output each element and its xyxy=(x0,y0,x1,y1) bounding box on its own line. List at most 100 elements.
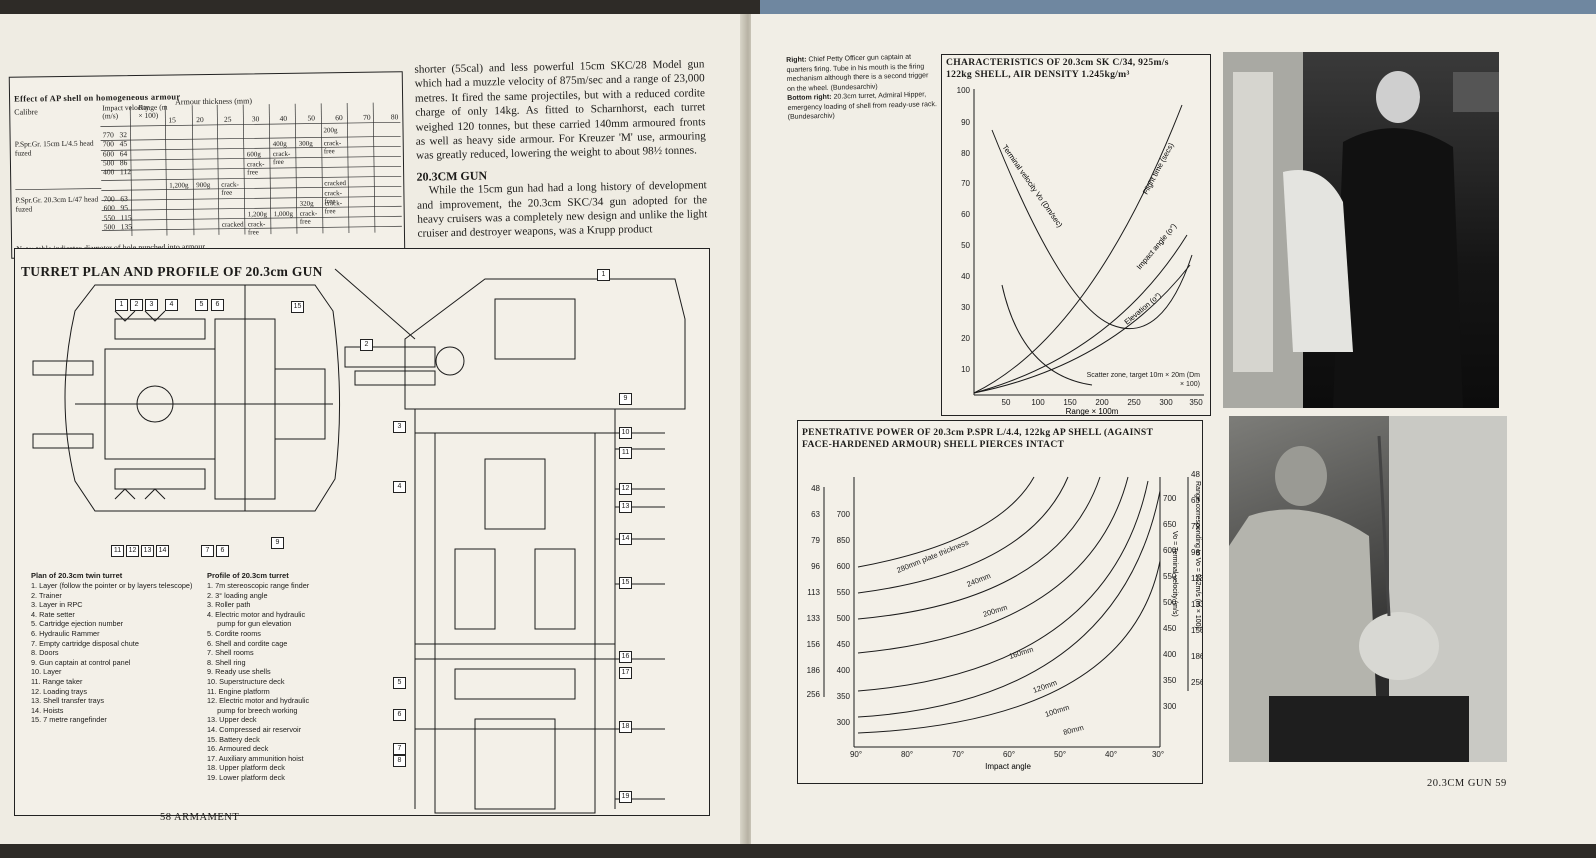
y-tick-label: 80 xyxy=(961,149,970,158)
table-cell: 600g xyxy=(246,150,261,159)
legend-item: 16. Armoured deck xyxy=(207,744,269,754)
left-inner-tick: 700 xyxy=(837,510,851,519)
paragraph-1: shorter (55cal) and less powerful 15cm S… xyxy=(414,58,706,163)
y-tick-label: 40 xyxy=(961,272,970,281)
legend-item: 5. Cartridge ejection number xyxy=(31,619,124,629)
chart2-left-inner-ticks: 700 850 600 550 500 450 400 350 300 xyxy=(837,510,851,727)
left-outer-tick: 96 xyxy=(811,562,820,571)
right-outer-tick: 48 xyxy=(1191,470,1200,479)
right-outer-tick: 256 xyxy=(1191,678,1202,687)
x-tick-label: 200 xyxy=(1095,398,1109,407)
right-inner-tick: 650 xyxy=(1163,520,1177,529)
chart2-right-outer-ticks: 48 63 79 96 113 133 156 186 256 xyxy=(1191,470,1202,687)
chart2-title-line2: FACE-HARDENED ARMOUR) SHELL PIERCES INTA… xyxy=(802,439,1065,450)
left-outer-tick: 133 xyxy=(807,614,821,623)
legend-item: 10. Layer xyxy=(31,667,62,677)
legend-item: 10. Superstructure deck xyxy=(207,676,285,686)
callout: 13 xyxy=(619,501,632,513)
photo-emergency-loading-image xyxy=(1229,416,1507,762)
y-tick-label: 60 xyxy=(961,210,970,219)
callout: 7 xyxy=(393,743,406,755)
legend-item: 14. Hoists xyxy=(31,705,64,715)
profile-gun-barrel xyxy=(344,346,436,368)
callout: 14 xyxy=(619,533,632,545)
chart2-right-axis-label-1: Vo = Terminal velocity (m/s) xyxy=(1171,531,1178,617)
plan-gun-barrel-top xyxy=(32,360,94,376)
callout: 2 xyxy=(360,339,373,351)
curve-label: 200mm xyxy=(982,603,1009,619)
table-cell: 1,200g xyxy=(247,210,267,219)
plan-legend: 1. Layer (follow the pointer or by layer… xyxy=(31,581,192,725)
left-page-folio: 58 ARMAMENT xyxy=(160,812,240,823)
callout: 1 xyxy=(597,269,610,281)
curve-200mm xyxy=(857,476,1101,620)
chart2-curve-labels: 280mm plate thickness 240mm 200mm 160mm … xyxy=(895,538,1084,737)
curve-terminal-velocity xyxy=(991,129,1193,330)
table-cell: 320g xyxy=(299,199,314,208)
legend-item: 5. Cordite rooms xyxy=(207,628,261,638)
legend-item: 9. Gun captain at control panel xyxy=(31,657,131,667)
x-tick-label: 70° xyxy=(952,750,964,759)
curve-label: Terminal velocity Vo (Dm/sec) xyxy=(1000,143,1064,229)
callout: 13 xyxy=(141,545,154,557)
profile-turret-body xyxy=(414,408,616,434)
chart2-plot: 48 63 79 96 113 133 156 186 256 700 850 … xyxy=(807,470,1202,771)
callout: 5 xyxy=(195,299,208,311)
curve-flight-time xyxy=(973,104,1183,394)
left-outer-tick: 256 xyxy=(807,690,821,699)
table-cell: 400g xyxy=(272,139,287,149)
y-tick-label: 10 xyxy=(961,365,970,374)
chart2-left-outer-ticks: 48 63 79 96 113 133 156 186 256 xyxy=(807,484,821,699)
table-cell: crack-free xyxy=(324,199,343,216)
right-inner-tick: 350 xyxy=(1163,676,1177,685)
callout: 8 xyxy=(393,755,406,767)
right-outer-tick: 133 xyxy=(1191,600,1202,609)
callout: 11 xyxy=(111,545,124,557)
table-cell: 900g xyxy=(196,180,211,190)
y-tick-label: 70 xyxy=(961,179,970,188)
table-cell: crack-free xyxy=(221,180,239,197)
legend-item: 7. Shell rooms xyxy=(207,648,254,658)
right-inner-tick: 700 xyxy=(1163,494,1177,503)
legend-item: 15. 7 metre rangefinder xyxy=(31,715,107,725)
right-inner-tick: 400 xyxy=(1163,650,1177,659)
table-cell: 200g xyxy=(323,126,338,135)
ap-table-cells: 200g 400g 300g crack-free 600g crack-fre… xyxy=(10,72,404,257)
right-page-folio: 20.3CM GUN 59 xyxy=(1427,778,1507,789)
y-tick-label: 20 xyxy=(961,334,970,343)
y-tick-label: 50 xyxy=(961,241,970,250)
callout: 12 xyxy=(126,545,139,557)
callout: 2 xyxy=(130,299,143,311)
callout: 17 xyxy=(619,667,632,679)
callout: 12 xyxy=(619,483,632,495)
callout: 4 xyxy=(165,299,178,311)
right-outer-tick: 63 xyxy=(1191,496,1200,505)
left-outer-tick: 79 xyxy=(811,536,820,545)
profile-trunk xyxy=(434,432,596,814)
x-tick-label: 90° xyxy=(850,750,862,759)
table-cell: crack-free xyxy=(299,209,318,226)
curve-label: 160mm xyxy=(1008,645,1035,661)
paragraph-2: While the 15cm gun had had a long histor… xyxy=(416,179,708,241)
chart1-annotation: Scatter zone, target 10m × 20m (Dm × 100… xyxy=(1086,372,1200,388)
caption-right: Right: Chief Petty Officer gun captain a… xyxy=(786,53,929,93)
legend-item: 2. 3° loading angle xyxy=(207,590,268,600)
legend-item: 6. Shell and cordite cage xyxy=(207,638,288,648)
left-outer-tick: 113 xyxy=(807,588,820,597)
legend-item: 17. Auxiliary ammunition hoist xyxy=(207,753,304,763)
left-inner-tick: 400 xyxy=(837,666,851,675)
profile-gun-barrel-2 xyxy=(354,370,436,386)
left-page: Effect of AP shell on homogeneous armour… xyxy=(0,14,749,844)
table-cell: crack-free xyxy=(272,149,291,167)
table-cell: cracked xyxy=(221,220,244,229)
table-cell: crack-free xyxy=(247,220,266,237)
legend-item: 8. Doors xyxy=(31,648,59,658)
legend-item: 13. Shell transfer trays xyxy=(31,696,105,706)
legend-item: 4. Rate setter xyxy=(31,609,75,619)
x-tick-label: 60° xyxy=(1003,750,1015,759)
callout: 16 xyxy=(619,651,632,663)
left-inner-tick: 850 xyxy=(837,536,851,545)
profile-legend: 1. 7m stereoscopic range finder 2. 3° lo… xyxy=(207,581,309,782)
legend-item: 1. 7m stereoscopic range finder xyxy=(207,581,310,590)
plan-legend-title: Plan of 20.3cm twin turret xyxy=(31,571,123,580)
